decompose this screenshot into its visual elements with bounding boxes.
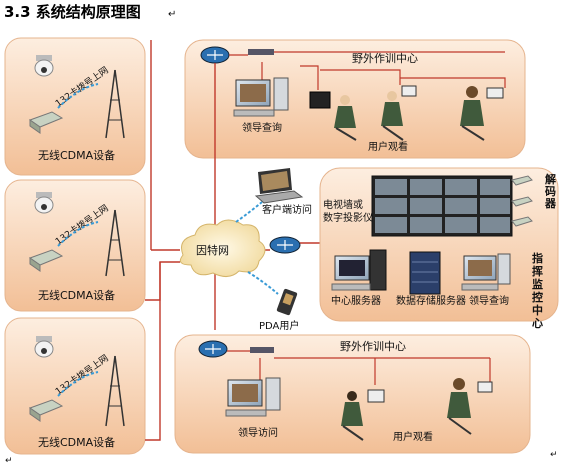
center-title: 野外作训中心 xyxy=(352,52,418,65)
leader-access-label: 领导访问 xyxy=(238,426,278,439)
bottom-training-center: 野外作训中心 领导访问 用户观看 xyxy=(174,334,531,454)
wireless-signal-icon xyxy=(247,271,279,295)
antenna-tower-icon xyxy=(105,209,125,277)
return-mark-icon: ↵ xyxy=(5,456,13,466)
camera-icon xyxy=(34,192,54,214)
camera-icon xyxy=(34,55,54,77)
laptop-icon xyxy=(254,168,304,204)
cdma-modem-icon xyxy=(28,399,64,422)
left-connection-lines xyxy=(145,40,180,441)
leader-query-label: 领导查询 xyxy=(242,121,282,134)
wireless-signal-icon xyxy=(235,201,263,223)
storage-server-icon xyxy=(409,251,441,295)
user-at-desk-icon xyxy=(460,86,504,141)
user-viewing-label: 用户观看 xyxy=(368,140,408,153)
wireless-signal-icon xyxy=(57,83,99,109)
left-site-2: 132卡拨号上网 无线CDMA设备 xyxy=(4,179,146,312)
server-icon xyxy=(331,249,387,291)
command-center-title: 指挥监控中心 xyxy=(532,251,543,330)
user-at-desk-icon xyxy=(447,378,493,435)
video-wall-label-line2: 数字投影仪 xyxy=(323,211,373,224)
device-label: 无线CDMA设备 xyxy=(38,148,115,162)
wireless-signal-icon xyxy=(57,221,99,247)
decoder-label: 解码器 xyxy=(544,172,557,210)
antenna-tower-icon xyxy=(105,69,125,139)
client-access-label: 客户端访问 xyxy=(262,203,312,216)
center-title: 野外作训中心 xyxy=(340,340,406,353)
video-wall-icon xyxy=(371,175,513,237)
switch-icon xyxy=(250,347,274,353)
device-label: 无线CDMA设备 xyxy=(38,288,115,302)
cdma-modem-icon xyxy=(28,249,64,272)
return-mark-icon: ↵ xyxy=(550,450,558,460)
user-viewing-label: 用户观看 xyxy=(393,430,433,443)
antenna-tower-icon xyxy=(105,355,125,427)
top-training-center: 野外作训中心 领导查询 xyxy=(184,39,526,159)
switch-icon xyxy=(248,49,274,55)
computer-icon xyxy=(225,377,281,417)
decoder-icon xyxy=(511,175,533,227)
user-at-desk-icon xyxy=(381,85,417,141)
return-mark-icon: ↵ xyxy=(168,9,176,20)
left-site-3: 132卡拨号上网 无线CDMA设备 xyxy=(4,317,146,455)
router-icon xyxy=(269,236,301,254)
cloud-label: 因特网 xyxy=(196,243,229,257)
computer-icon xyxy=(461,253,511,291)
server-label: 中心服务器 xyxy=(331,294,381,307)
left-site-1: 132卡拨号上网 无线CDMA设备 xyxy=(4,37,146,176)
server-label: 领导查询 xyxy=(469,294,509,307)
router-icon xyxy=(200,46,230,64)
server-label: 数据存储服务器 xyxy=(396,294,466,307)
computer-icon xyxy=(233,77,289,117)
page-title: 3.3 系统结构原理图 xyxy=(4,3,141,21)
pda-icon xyxy=(276,288,298,316)
command-center: 电视墙或 数字投影仪 解码器 中心服务器 数据存储服务器 xyxy=(319,167,559,330)
wireless-signal-icon xyxy=(57,371,99,397)
user-at-desk-icon xyxy=(309,91,357,141)
device-label: 无线CDMA设备 xyxy=(38,435,115,449)
user-at-desk-icon xyxy=(341,389,385,441)
video-wall-label-line1: 电视墙或 xyxy=(323,198,363,211)
pda-user-label: PDA用户 xyxy=(259,319,299,332)
internet-cloud-icon: 因特网 xyxy=(179,219,266,277)
router-icon xyxy=(198,340,228,358)
camera-icon xyxy=(34,336,54,358)
cdma-modem-icon xyxy=(28,111,64,134)
